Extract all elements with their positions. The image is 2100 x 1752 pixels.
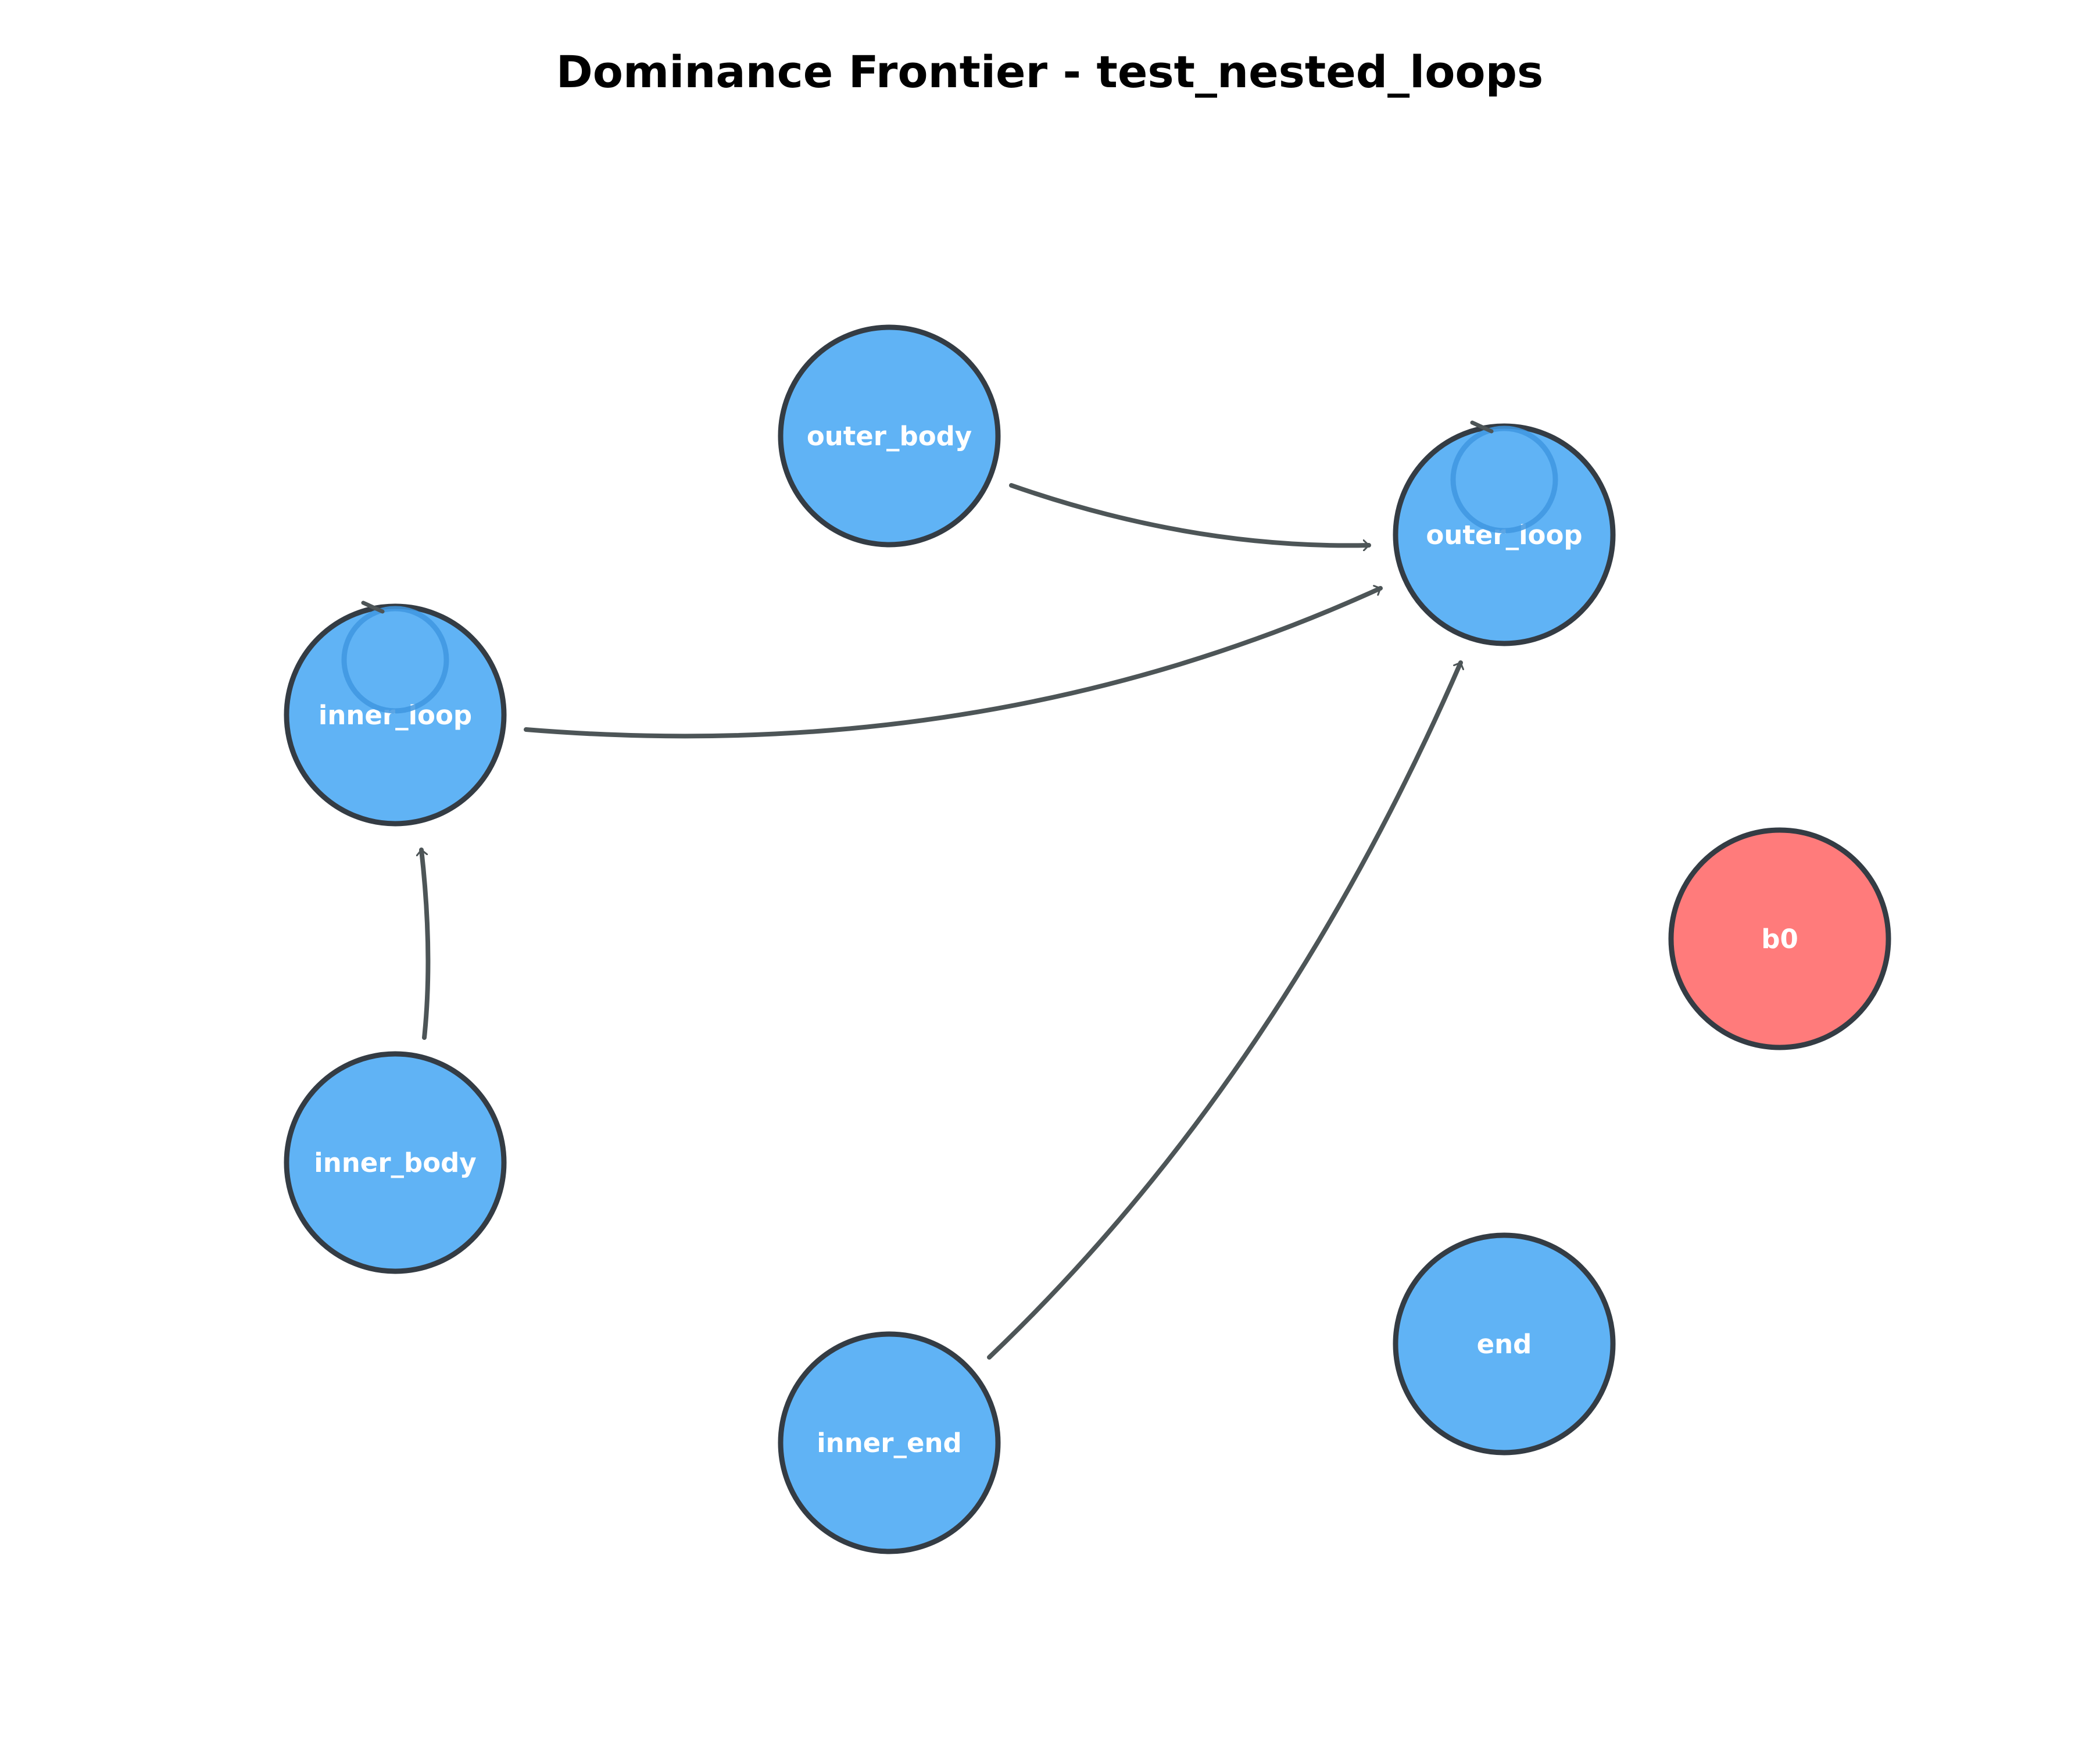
- edge-inner_end-to-outer_loop: [987, 660, 1461, 1360]
- node-label: outer_loop: [1426, 520, 1582, 550]
- edge-inner_loop-to-outer_loop: [524, 588, 1383, 739]
- node-circle: [1393, 1232, 1616, 1456]
- self-loop-arrowhead: [361, 600, 385, 614]
- node-outer_loop: outer_loop: [1393, 423, 1616, 646]
- diagram-title: Dominance Frontier - test_nested_loops: [556, 46, 1544, 98]
- node-label: inner_end: [817, 1428, 961, 1458]
- edges-layer: [421, 483, 1461, 1360]
- node-circle: [778, 1331, 1001, 1554]
- self-loops-layer: [341, 420, 1558, 714]
- self-loop-outer_loop: [1450, 420, 1558, 534]
- node-circle: [778, 324, 1001, 548]
- node-label: inner_body: [314, 1147, 476, 1178]
- node-label: b0: [1761, 924, 1798, 954]
- self-loop-arc: [341, 606, 449, 714]
- node-end: end: [1393, 1232, 1616, 1456]
- node-outer_body: outer_body: [778, 324, 1001, 548]
- self-loop-arrowhead: [1470, 420, 1494, 434]
- node-circle: [1668, 827, 1891, 1050]
- self-loop-arc: [1450, 426, 1558, 534]
- edge-inner_body-to-inner_loop: [421, 848, 431, 1040]
- node-label: outer_body: [807, 421, 972, 452]
- node-b0: b0: [1668, 827, 1891, 1050]
- node-inner_loop: inner_loop: [284, 603, 507, 827]
- node-label: inner_loop: [319, 700, 472, 731]
- node-circle: [284, 1051, 507, 1274]
- node-inner_end: inner_end: [778, 1331, 1001, 1554]
- edge-outer_body-to-outer_loop: [1009, 483, 1371, 545]
- node-label: end: [1477, 1329, 1532, 1360]
- nodes-layer: outer_body outer_loop inner_loop b0 inner_bo…: [284, 324, 1891, 1554]
- node-inner_body: inner_body: [284, 1051, 507, 1274]
- self-loop-inner_loop: [341, 600, 449, 714]
